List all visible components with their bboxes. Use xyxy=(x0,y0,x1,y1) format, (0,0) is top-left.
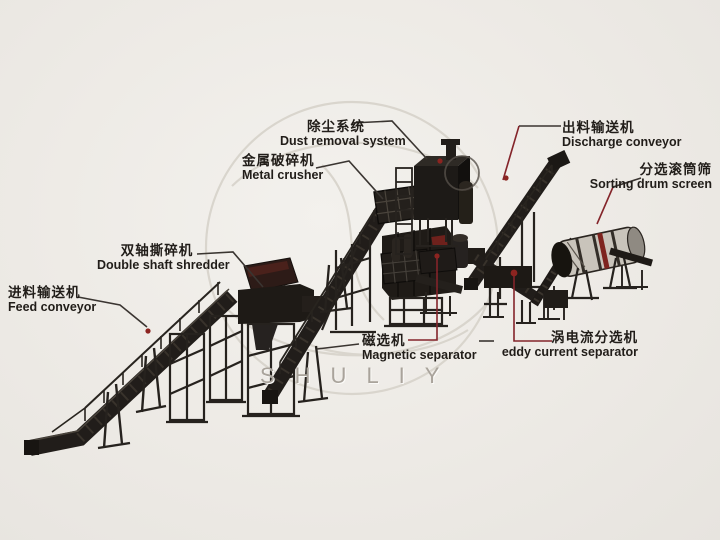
label-sorting-drum-screen-en: Sorting drum screen xyxy=(589,176,712,191)
label-eddy-current-separator: 涡电流分选机 eddy current separator xyxy=(501,330,638,360)
drum-output-conveyor xyxy=(609,247,653,290)
leader-lines xyxy=(77,120,642,350)
label-sorting-drum-screen-zh: 分选滚筒筛 xyxy=(639,162,712,177)
label-feed-conveyor-en: Feed conveyor xyxy=(8,299,97,314)
double-shaft-shredder-machine xyxy=(238,257,324,418)
label-magnetic-separator: 磁选机 Magnetic separator xyxy=(362,333,477,363)
dust-removal-machine xyxy=(395,139,480,255)
label-double-shaft-shredder: 双轴撕碎机 Double shaft shredder xyxy=(97,243,230,273)
label-feed-conveyor: 进料输送机 Feed conveyor xyxy=(8,285,97,315)
label-dust-removal-system-en: Dust removal system xyxy=(280,133,406,148)
label-eddy-current-separator-zh: 涡电流分选机 xyxy=(551,330,638,345)
label-magnetic-separator-zh: 磁选机 xyxy=(362,333,406,348)
sorting-drum-screen-machine xyxy=(544,226,653,320)
label-dust-removal-system-zh: 除尘系统 xyxy=(307,119,365,134)
label-magnetic-separator-en: Magnetic separator xyxy=(362,347,477,362)
feed-conveyor-machine xyxy=(24,281,246,456)
label-dust-removal-system: 除尘系统 Dust removal system xyxy=(280,119,406,149)
label-discharge-conveyor-en: Discharge conveyor xyxy=(562,134,682,149)
label-sorting-drum-screen: 分选滚筒筛 Sorting drum screen xyxy=(589,162,712,192)
label-double-shaft-shredder-en: Double shaft shredder xyxy=(97,257,230,272)
magnetic-separator-machine xyxy=(414,247,464,316)
label-metal-crusher: 金属破碎机 Metal crusher xyxy=(242,153,324,183)
label-double-shaft-shredder-zh: 双轴撕碎机 xyxy=(120,243,194,258)
eddy-current-separator-machine xyxy=(468,248,537,325)
label-metal-crusher-en: Metal crusher xyxy=(242,167,324,182)
shuliy-watermark-text: SHULIY xyxy=(260,363,460,388)
label-feed-conveyor-zh: 进料输送机 xyxy=(8,285,81,300)
shredder-to-crusher-conveyor xyxy=(262,196,396,404)
label-discharge-conveyor-zh: 出料输送机 xyxy=(562,120,635,135)
label-eddy-current-separator-en: eddy current separator xyxy=(501,344,638,359)
label-discharge-conveyor: 出料输送机 Discharge conveyor xyxy=(562,120,682,150)
label-metal-crusher-zh: 金属破碎机 xyxy=(242,153,315,168)
